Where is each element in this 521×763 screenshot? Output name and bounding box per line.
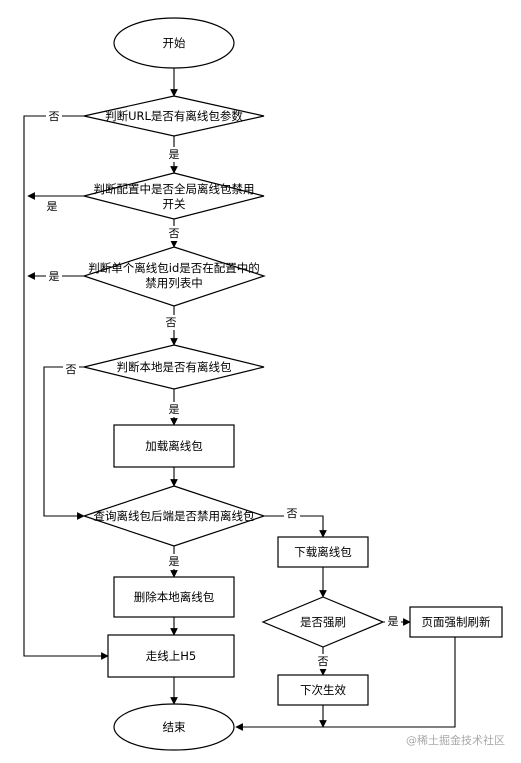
check-local-node [83, 344, 265, 390]
check-global-label-line1: 判断配置中是否全局离线包禁用 [94, 182, 255, 196]
check-url-node [83, 95, 265, 137]
next-effect-label: 下次生效 [300, 683, 346, 697]
edge-label-single-no: 否 [166, 316, 177, 329]
edge-label-backend-yes: 是 [169, 555, 180, 568]
delete-local-node [113, 576, 235, 618]
download-pkg-node [277, 536, 369, 568]
page-force-refresh-node [409, 606, 503, 638]
go-h5-node [107, 634, 235, 678]
check-single-label-line1: 判断单个离线包id是否在配置中的 [88, 261, 260, 275]
check-url-label: 判断URL是否有离线包参数 [105, 109, 243, 123]
query-backend-node [82, 485, 266, 547]
end-node [113, 703, 235, 751]
check-single-node [82, 246, 266, 307]
start-node [113, 17, 235, 69]
edge-label-force-no: 否 [318, 655, 329, 668]
watermark: @稀土掘金技术社区 [406, 733, 505, 747]
edge-label-single-yes: 是 [49, 270, 60, 283]
go-h5-label: 走线上H5 [146, 649, 196, 663]
end-label: 结束 [163, 720, 186, 734]
load-pkg-node [113, 424, 235, 468]
check-single-label-line2: 禁用列表中 [145, 276, 203, 290]
page-force-refresh-label: 页面强制刷新 [422, 615, 491, 629]
edge-label-backend-no: 否 [287, 507, 298, 520]
edge-label-url-yes: 是 [169, 148, 180, 161]
edge-label-local-no: 否 [66, 363, 77, 376]
edge-label-url-no: 否 [49, 110, 60, 123]
query-backend-label: 查询离线包后端是否禁用离线包 [94, 509, 255, 523]
load-pkg-label: 加载离线包 [145, 439, 203, 453]
edge-refresh-to-end [235, 637, 456, 731]
check-global-node [83, 172, 265, 220]
edge-labels: 否 是 是 否 是 否 否 是 否 是 是 否 [44, 108, 401, 669]
edge-backend-no [264, 515, 327, 538]
edge-label-global-yes: 是 [47, 200, 58, 213]
check-global-label-line2: 开关 [163, 197, 186, 211]
start-label: 开始 [163, 36, 186, 50]
nodes: 开始 判断URL是否有离线包参数 判断配置中是否全局离线包禁用 开关 判断单个离… [82, 17, 503, 751]
check-local-label: 判断本地是否有离线包 [117, 360, 232, 374]
force-refresh-label: 是否强刷 [300, 615, 346, 629]
download-pkg-label: 下载离线包 [294, 545, 352, 559]
delete-local-label: 删除本地离线包 [134, 590, 215, 604]
edge-label-local-yes: 是 [169, 403, 180, 416]
force-refresh-node [261, 596, 385, 648]
edge-label-force-yes: 是 [388, 615, 399, 628]
edge-label-global-no: 否 [169, 227, 180, 240]
edge-local-no [43, 366, 85, 520]
next-effect-node [277, 674, 369, 706]
